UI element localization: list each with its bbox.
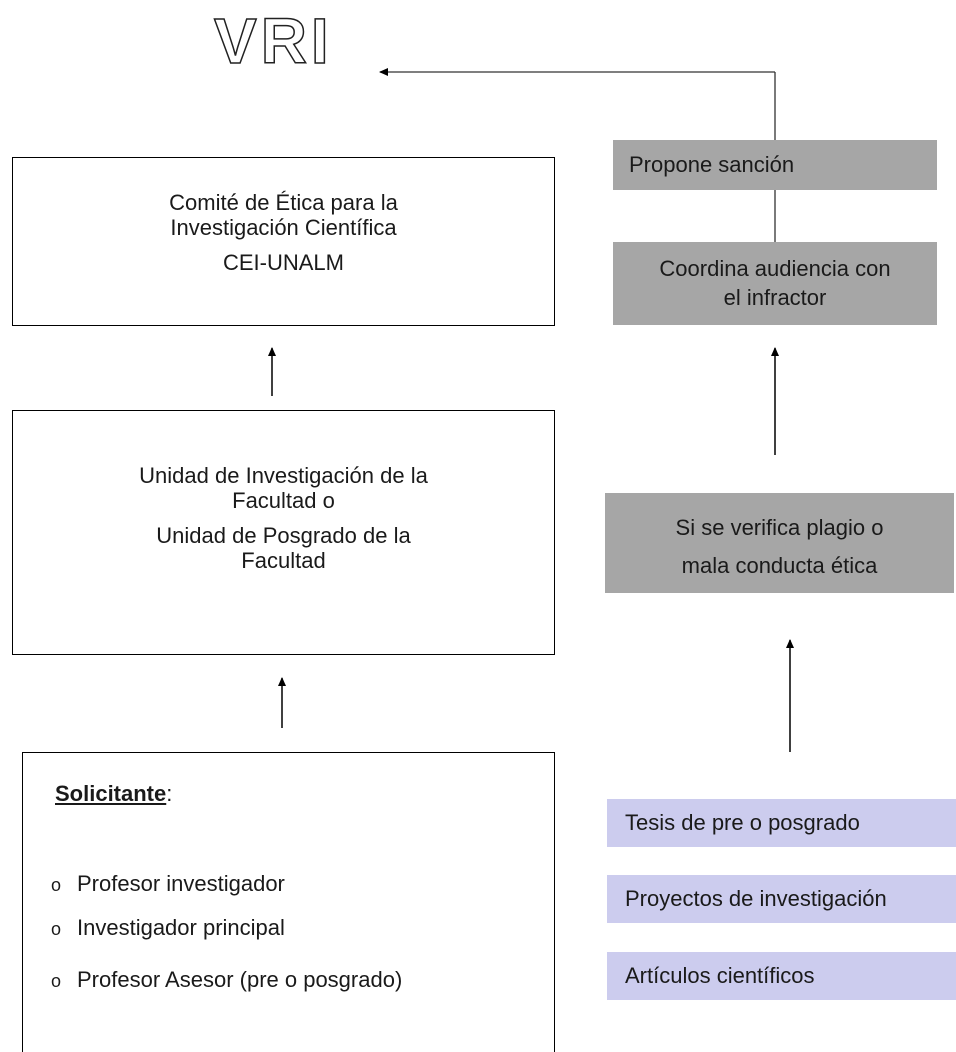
source-label: Tesis de pre o posgrado (625, 810, 860, 835)
solicitante-colon: : (166, 781, 173, 806)
coordina-line2: el infractor (723, 285, 827, 310)
cei-box: Comité de Ética para la Investigación Ci… (12, 157, 555, 326)
source-label: Artículos científicos (625, 963, 815, 988)
solicitante-item-label: Profesor Asesor (pre o posgrado) (77, 967, 403, 992)
source-articulos: Artículos científicos (607, 952, 956, 1000)
solicitante-heading: Solicitante: (55, 781, 172, 807)
cei-line3: CEI-UNALM (222, 250, 344, 275)
unidad-line1: Unidad de Investigación de la (139, 463, 428, 488)
vri-label: VRI (213, 5, 333, 77)
unidad-line3: Unidad de Posgrado de la (156, 523, 411, 548)
bullet-icon: o (51, 919, 62, 939)
verifica-line1: Si se verifica plagio o (675, 515, 884, 540)
bullet-icon: o (51, 875, 62, 895)
source-label: Proyectos de investigación (625, 886, 887, 911)
propone-label: Propone sanción (629, 152, 795, 177)
unidad-line2: Facultad o (232, 488, 335, 513)
source-tesis: Tesis de pre o posgrado (607, 799, 956, 847)
coordina-line1: Coordina audiencia con (659, 256, 891, 281)
cei-line2: Investigación Científica (170, 215, 397, 240)
solicitante-item: o Investigador principal (51, 915, 285, 942)
propone-box: Propone sanción (613, 140, 937, 190)
solicitante-item: o Profesor Asesor (pre o posgrado) (51, 967, 402, 994)
solicitante-item: o Profesor investigador (51, 871, 285, 898)
unidad-box: Unidad de Investigación de la Facultad o… (12, 410, 555, 655)
coordina-box: Coordina audiencia con el infractor (613, 242, 937, 325)
cei-line1: Comité de Ética para la (169, 190, 398, 215)
solicitante-title: Solicitante (55, 781, 167, 806)
verifica-line2: mala conducta ética (681, 553, 878, 578)
unidad-line4: Facultad (241, 548, 326, 573)
solicitante-item-label: Investigador principal (77, 915, 285, 940)
solicitante-item-label: Profesor investigador (77, 871, 285, 896)
verifica-box: Si se verifica plagio o mala conducta ét… (605, 493, 954, 593)
source-proyectos: Proyectos de investigación (607, 875, 956, 923)
bullet-icon: o (51, 971, 62, 991)
